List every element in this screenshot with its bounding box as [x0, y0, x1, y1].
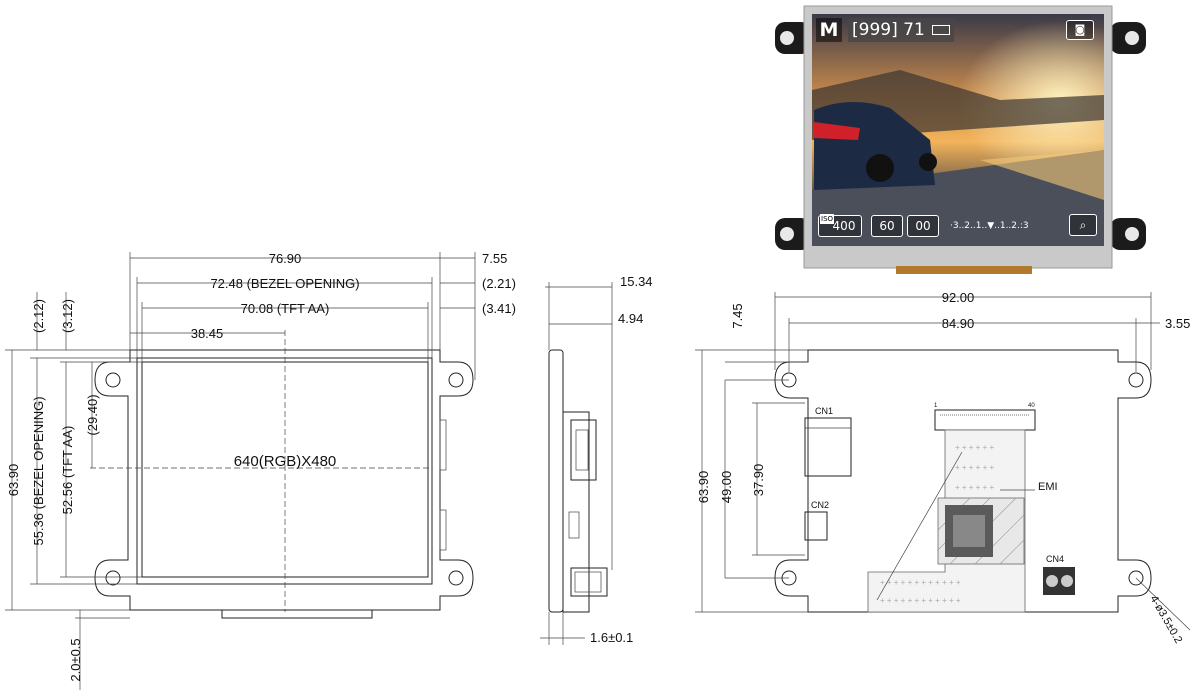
battery-icon: [932, 25, 951, 35]
cn1-label: CN1: [815, 406, 833, 416]
magnifier-icon: ⌕: [1079, 218, 1087, 232]
hole-leader: [1135, 577, 1191, 631]
exposure-scale[interactable]: ·3..2..1..▼..1..2.:3: [950, 218, 1058, 234]
dim-back-right: 3.55: [1165, 316, 1190, 331]
dim-tft-height: 52.56 (TFT AA): [60, 426, 75, 515]
dim-cn-spacing: 37.90: [751, 464, 766, 497]
dim-center-height: (29.40): [85, 394, 100, 435]
dim-top-2: (3.12): [60, 299, 75, 333]
iso-label: ISO: [820, 214, 835, 224]
back-view: CN1 CN2 1 40 + + + + + + + + + + + + + +…: [695, 290, 1190, 646]
dim-center-offset: 38.45: [191, 326, 224, 341]
cn2-connector: [804, 511, 828, 541]
product-photo: [775, 5, 1146, 274]
mount-hole: [448, 570, 464, 586]
photo-fpc: [896, 266, 1032, 274]
mount-hole: [105, 570, 121, 586]
cn2-label: CN2: [811, 500, 829, 510]
cn4-screw: [1046, 575, 1058, 587]
dim-bottom: 2.0±0.5: [68, 638, 83, 681]
hud-shots-text: [999]: [852, 20, 898, 40]
photo-car: [814, 101, 935, 190]
fpc-pin-40: 40: [1028, 403, 1035, 409]
photo-car-wheel: [919, 153, 937, 171]
camera-switch-button[interactable]: ◙: [1066, 20, 1094, 40]
side-component: [568, 511, 580, 539]
svg-text:+ + + + + + + + + +: + + + + + + + + + + + +: [880, 596, 961, 605]
svg-text:+ + + + + + + + + +: + + + + + + + + + + + +: [880, 578, 961, 587]
shutter-value: 60: [879, 219, 895, 233]
side-tab: [439, 509, 447, 551]
dim-height-overall: 63.90: [6, 464, 21, 497]
dim-width-overall: 76.90: [269, 251, 302, 266]
dim-back-width: 92.00: [942, 290, 975, 305]
mount-hole: [1128, 570, 1144, 586]
fpc-tail: [221, 609, 373, 619]
side-terminal: [570, 567, 608, 597]
svg-text:+ + + + + +: + + + + + +: [955, 443, 994, 452]
resolution-label: 640(RGB)X480: [234, 453, 337, 470]
dim-right-2: (2.21): [482, 276, 516, 291]
svg-text:+ + + + + +: + + + + + +: [955, 463, 994, 472]
dim-back-hole-v: 49.00: [719, 471, 734, 504]
shutter-button[interactable]: 60: [871, 215, 903, 237]
side-connector: [570, 419, 597, 481]
dim-top-1: (2.12): [31, 299, 46, 333]
aperture-value: 00: [915, 219, 931, 233]
dim-tft-width: 70.08 (TFT AA): [241, 301, 330, 316]
hud-mode-text: M: [819, 19, 839, 41]
dim-hole-spacing: 84.90: [942, 316, 975, 331]
aperture-button[interactable]: 00: [907, 215, 939, 237]
side-view: 15.34 4.94 1.6±0.1: [540, 274, 653, 645]
hud-count-text: 71: [903, 20, 925, 40]
photo-hole: [1125, 31, 1139, 45]
side-pcb: [562, 411, 590, 613]
hud-shots: [999] 71: [848, 18, 954, 42]
photo-hole: [780, 227, 794, 241]
dim-side-total: 15.34: [620, 274, 653, 289]
dim-bezel-width: 72.48 (BEZEL OPENING): [210, 276, 359, 291]
fpc-pin-1: 1: [934, 403, 938, 409]
fpc-texture: + + + + + + + + + + + + + + + + + + + + …: [880, 443, 994, 605]
leader-line: [876, 451, 963, 601]
cn4-screw: [1061, 575, 1073, 587]
ic-chip-inner: [953, 515, 985, 547]
bezel-opening: [136, 357, 433, 585]
photo-hole: [780, 31, 794, 45]
iso-value: 400: [832, 219, 856, 233]
back-outline: [774, 349, 1152, 613]
mount-hole: [105, 372, 121, 388]
hud-mode: M: [816, 18, 842, 42]
mount-hole: [1128, 372, 1144, 388]
svg-text:+ + + + + +: + + + + + +: [955, 483, 994, 492]
photo-hole: [1125, 227, 1139, 241]
photo-car-light: [814, 122, 860, 140]
side-tab: [439, 419, 447, 471]
camera-icon: ◙: [1074, 23, 1086, 36]
cn4-label: CN4: [1046, 554, 1064, 564]
dim-right-1: 7.55: [482, 251, 507, 266]
dim-back-top: 7.45: [730, 303, 745, 328]
fpc-connector: [934, 409, 1036, 431]
front-outline: [94, 349, 474, 611]
front-view: 76.90 72.48 (BEZEL OPENING) 70.08 (TFT A…: [5, 251, 516, 690]
iso-button[interactable]: ISO 400: [818, 214, 862, 237]
exposure-scale-text: ·3..2..1..▼..1..2.:3: [950, 221, 1029, 231]
photo-car-wheel: [866, 154, 894, 182]
side-connector-inner: [575, 429, 589, 471]
side-terminal-inner: [574, 571, 602, 593]
emi-label: EMI: [1038, 481, 1058, 493]
mount-hole: [448, 372, 464, 388]
photo-reflection: [980, 150, 1104, 200]
cn1-connector: [804, 417, 852, 477]
dim-side-bottom: 1.6±0.1: [590, 630, 633, 645]
zoom-button[interactable]: ⌕: [1069, 214, 1097, 236]
dim-side-2: 4.94: [618, 311, 643, 326]
dim-bezel-height: 55.36 (BEZEL OPENING): [31, 396, 46, 545]
dim-right-3: (3.41): [482, 301, 516, 316]
dim-back-height: 63.90: [696, 471, 711, 504]
side-panel: [548, 349, 564, 613]
